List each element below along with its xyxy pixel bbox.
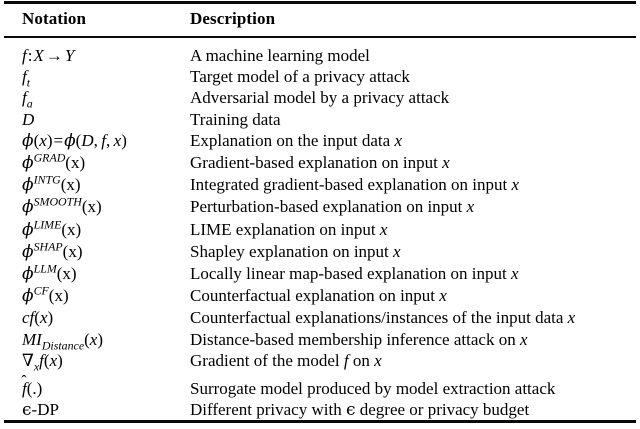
notation-cell: fa — [22, 88, 33, 111]
table-body: f:X→Y A machine learning model ft Target… — [0, 36, 640, 421]
table-row: ϕLIME(x) LIME explanation on input x — [0, 216, 640, 241]
description-cell: Locally linear map-based explanation on … — [190, 264, 519, 284]
table-row: f(.) Surrogate model produced by model e… — [0, 371, 640, 399]
description-cell: Target model of a privacy attack — [190, 67, 410, 87]
notation-cell: MIDistance(x) — [22, 329, 103, 353]
table-row: MIDistance(x) Distance-based membership … — [0, 329, 640, 353]
table-row: ϕGRAD(x) Gradient-based explanation on i… — [0, 150, 640, 174]
column-header-description: Description — [190, 8, 276, 28]
notation-cell: ϕINTG(x) — [22, 172, 81, 196]
description-cell: Integrated gradient-based explanation on… — [190, 175, 520, 195]
description-cell: Counterfactual explanation on input x — [190, 286, 447, 306]
table-row: ϕLLM(x) Locally linear map-based explana… — [0, 261, 640, 285]
notation-cell: ϕ(x)=ϕ(D, f, x) — [22, 130, 127, 151]
table-row: ϕSHAP(x) Shapley explanation on input x — [0, 239, 640, 263]
description-cell: Different privacy with ϵ degree or priva… — [190, 400, 530, 421]
table-row: ϕINTG(x) Integrated gradient-based expla… — [0, 174, 640, 196]
notation-cell: cf(x) — [22, 308, 54, 328]
notation-cell: ϕGRAD(x) — [22, 150, 86, 174]
notation-cell: ϕLIME(x) — [22, 216, 82, 240]
notation-cell: f:X→Y — [22, 46, 75, 65]
notation-cell: ϕCF(x) — [22, 283, 69, 307]
column-header-notation: Notation — [22, 8, 87, 28]
table-bottom-rule — [4, 420, 636, 423]
table-row: ϕ(x)=ϕ(D, f, x) Explanation on the input… — [0, 130, 640, 152]
table-row: D Training data — [0, 109, 640, 130]
description-cell: Perturbation-based explanation on input … — [190, 197, 475, 217]
table-header: Notation Description — [0, 0, 640, 36]
description-cell: Gradient of the model f on x — [190, 350, 382, 370]
description-cell: Surrogate model produced by model extrac… — [190, 379, 556, 399]
description-cell: LIME explanation on input x — [190, 219, 388, 239]
description-cell: Training data — [190, 109, 281, 129]
notation-cell: f(.) — [0, 371, 190, 399]
notation-cell: ft — [22, 67, 31, 90]
description-cell: Shapley explanation on input x — [190, 241, 401, 261]
notation-cell: ϕLLM(x) — [22, 261, 77, 285]
notation-cell: ∇xf(x) — [22, 350, 63, 374]
description-cell: Explanation on the input data x — [190, 130, 402, 150]
table-row: ϕCF(x) Counterfactual explanation on inp… — [0, 285, 640, 307]
table-row: ∇xf(x) Gradient of the model f on x — [0, 350, 640, 374]
notation-cell: ϵ-DP — [22, 400, 59, 421]
table-header-rule — [4, 36, 636, 38]
description-cell: A machine learning model — [190, 46, 370, 65]
table-row: f:X→Y A machine learning model — [0, 36, 640, 66]
table-top-rule — [4, 1, 636, 4]
notation-cell: D — [22, 109, 35, 129]
table-row: ϵ-DP Different privacy with ϵ degree or … — [0, 399, 640, 421]
description-cell: Adversarial model by a privacy attack — [190, 88, 450, 108]
notation-cell: ϕSHAP(x) — [22, 239, 83, 262]
header-row: Notation Description — [0, 0, 640, 36]
description-cell: Distance-based membership inference atta… — [190, 329, 528, 349]
description-cell: Gradient-based explanation on input x — [190, 153, 450, 173]
description-cell: Counterfactual explanations/instances of… — [190, 308, 576, 328]
table-row: ϕSMOOTH(x) Perturbation-based explanatio… — [0, 196, 640, 218]
table-row: fa Adversarial model by a privacy attack — [0, 87, 640, 111]
notation-cell: ϕSMOOTH(x) — [22, 194, 102, 218]
table-row: ft Target model of a privacy attack — [0, 66, 640, 90]
table-row: cf(x) Counterfactual explanations/instan… — [0, 307, 640, 328]
